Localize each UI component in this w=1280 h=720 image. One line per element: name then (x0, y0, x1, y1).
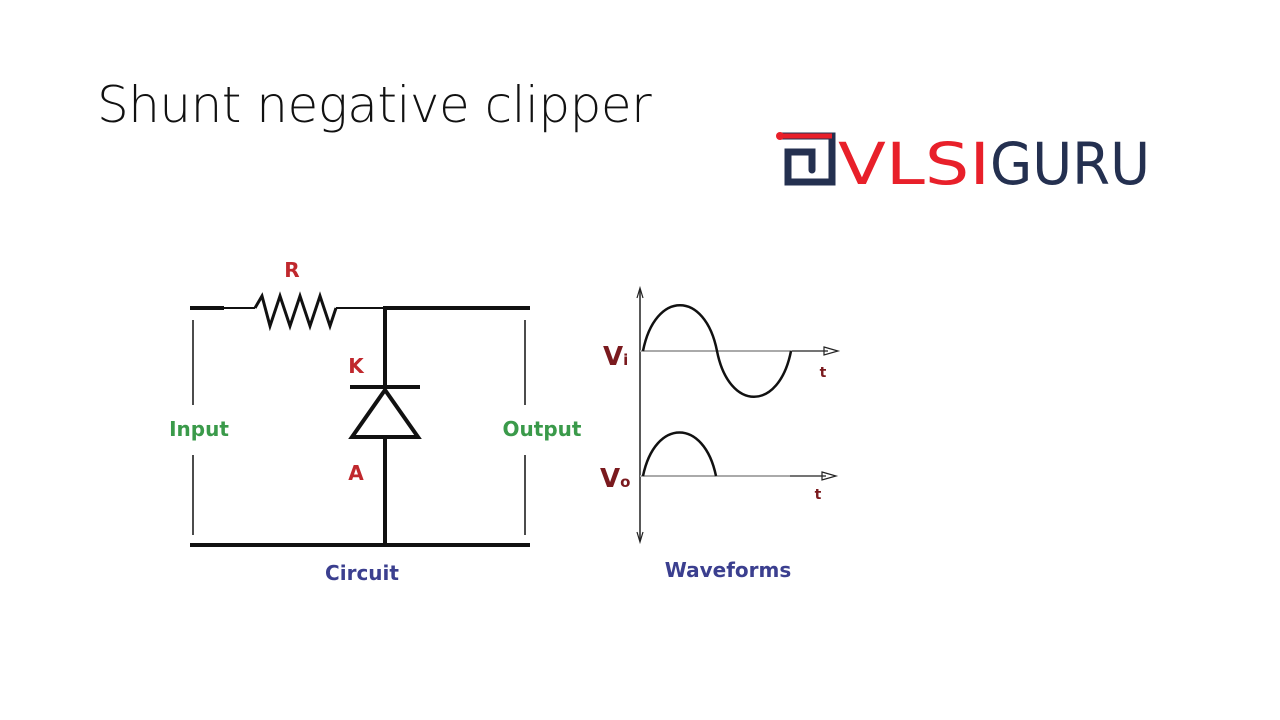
vo-axis-arrow (821, 471, 839, 481)
slide-title: Shunt negative clipper (97, 76, 652, 134)
circuit-caption: Circuit (325, 561, 399, 585)
waveforms (636, 285, 841, 545)
vi-label: Vi (603, 342, 628, 372)
diode-triangle (348, 386, 422, 439)
vo-time-label: t (815, 487, 822, 503)
logo-guru: GURU (990, 130, 1150, 198)
vi-sine-wave (641, 304, 793, 398)
resistor-label: R (284, 258, 299, 282)
vo-half-wave (641, 431, 718, 477)
vo-label: Vo (600, 464, 630, 494)
resistor (253, 291, 338, 332)
vi-axis-arrow (823, 346, 841, 356)
circuit (190, 291, 530, 547)
logo-vlsi: VLSI (838, 130, 990, 198)
input-label: Input (169, 417, 229, 441)
vlsiguru-logo: VLSI GURU (776, 130, 1150, 198)
cathode-label: K (348, 354, 365, 378)
vi-time-label: t (820, 365, 827, 381)
waveforms-caption: Waveforms (665, 558, 792, 582)
output-label: Output (503, 417, 582, 441)
anode-label: A (348, 461, 364, 485)
